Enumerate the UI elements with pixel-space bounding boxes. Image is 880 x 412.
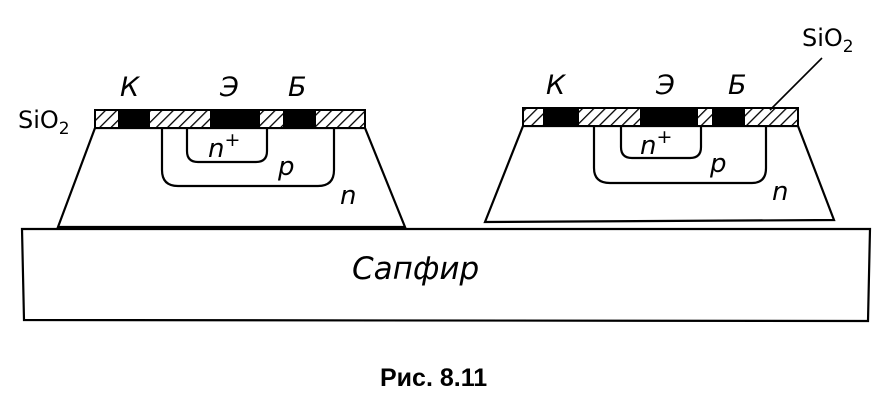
base-contact-right [712, 108, 745, 126]
emitter-region-left [185, 128, 269, 164]
emitter-label-right: Э [655, 70, 675, 101]
oxide-label-left: SiO2 [18, 106, 70, 139]
collector-doping-label-left: n [340, 181, 356, 211]
figure-caption: Рис. 8.11 [380, 364, 487, 392]
oxide-label-right: SiO2 [802, 24, 854, 57]
emitter-doping-label-left: n+ [208, 129, 240, 164]
base-doping-label-left: p [277, 152, 295, 182]
collector-label-left: К [120, 72, 141, 103]
base-contact-left [283, 110, 316, 128]
base-region-left [160, 128, 336, 188]
collector-contact-left [118, 110, 150, 128]
substrate-label: Сапфир [352, 251, 479, 287]
base-label-right: Б [728, 70, 747, 101]
transistor-right [483, 57, 836, 224]
base-doping-label-right: p [709, 149, 727, 179]
emitter-contact-right [640, 108, 698, 126]
emitter-doping-label-right: n+ [640, 126, 672, 161]
sapphire-substrate: Сапфир [20, 227, 872, 323]
base-label-left: Б [288, 72, 307, 103]
emitter-label-left: Э [219, 72, 239, 103]
base-region-right [592, 126, 768, 185]
transistor-left [56, 109, 407, 229]
emitter-contact-left [210, 110, 260, 128]
collector-doping-label-right: n [772, 177, 788, 207]
collector-label-right: К [546, 70, 567, 101]
emitter-region-right [619, 126, 703, 160]
collector-contact-right [543, 108, 579, 126]
oxide-leader-line [769, 57, 823, 111]
